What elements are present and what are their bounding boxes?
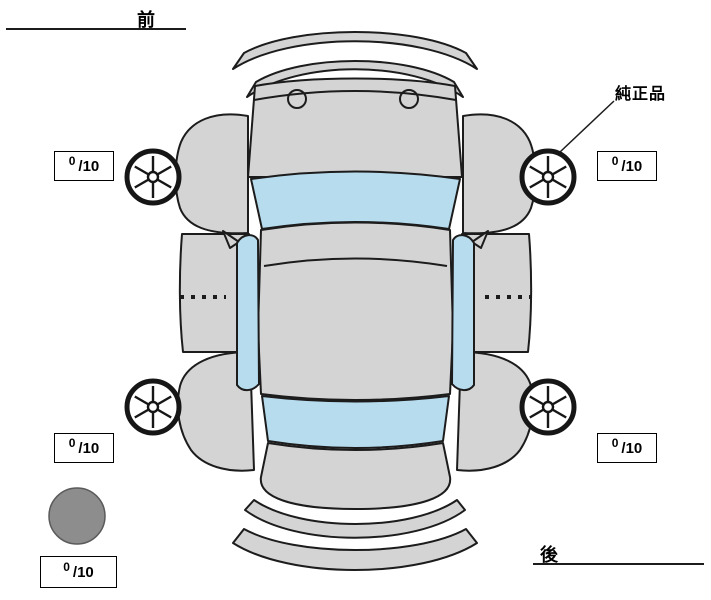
front-left-tread-box: 0 /10 <box>54 151 114 181</box>
rear-right-tread-value: 0 <box>611 436 619 450</box>
left-side-window <box>236 234 260 392</box>
front-left-fender <box>174 113 249 235</box>
rear-window <box>261 395 450 449</box>
front-bumper <box>246 60 464 98</box>
rear-bumper <box>244 499 466 539</box>
rear-left-fender <box>176 351 255 472</box>
right-side-mirror <box>471 230 489 249</box>
front-right-tread-scale: /10 <box>621 157 643 175</box>
rear-spoiler <box>232 528 478 571</box>
hood <box>247 77 463 178</box>
hood-right-circle <box>399 89 419 109</box>
rear-left-wheel-icon <box>127 381 179 433</box>
roof-front-line <box>263 257 448 267</box>
front-label: 前 <box>137 10 155 30</box>
spare-tread-value: 0 <box>63 560 70 574</box>
genuine-parts-label: 純正品 <box>615 86 667 103</box>
right-door-panel <box>460 233 533 353</box>
rear-left-tread-box: 0 /10 <box>54 433 114 463</box>
front-left-tread-value: 0 <box>68 154 76 168</box>
front-left-tread-scale: /10 <box>78 157 100 175</box>
windshield <box>250 170 461 230</box>
rear-left-tread-scale: /10 <box>78 439 100 457</box>
spare-tread-box: 0 /10 <box>40 556 117 588</box>
right-side-window <box>451 234 475 392</box>
spare-tire-circle-icon <box>48 487 106 545</box>
trunk <box>259 442 452 510</box>
front-right-tread-box: 0 /10 <box>597 151 657 181</box>
rear-right-tread-scale: /10 <box>621 439 643 457</box>
left-door-panel <box>178 233 251 353</box>
rear-label: 後 <box>540 545 558 565</box>
front-left-wheel-icon <box>127 151 179 203</box>
genuine-pointer-line <box>559 100 615 153</box>
cabin-roof <box>257 221 454 401</box>
front-right-tread-value: 0 <box>611 154 619 168</box>
front-right-wheel-icon <box>522 151 574 203</box>
left-side-mirror <box>222 230 240 249</box>
rear-right-wheel-icon <box>522 381 574 433</box>
rear-right-tread-box: 0 /10 <box>597 433 657 463</box>
front-spoiler <box>232 31 478 70</box>
hood-crease-line <box>253 90 457 101</box>
rear-left-tread-value: 0 <box>68 436 76 450</box>
spare-tread-scale: /10 <box>72 563 94 581</box>
hood-left-circle <box>287 89 307 109</box>
